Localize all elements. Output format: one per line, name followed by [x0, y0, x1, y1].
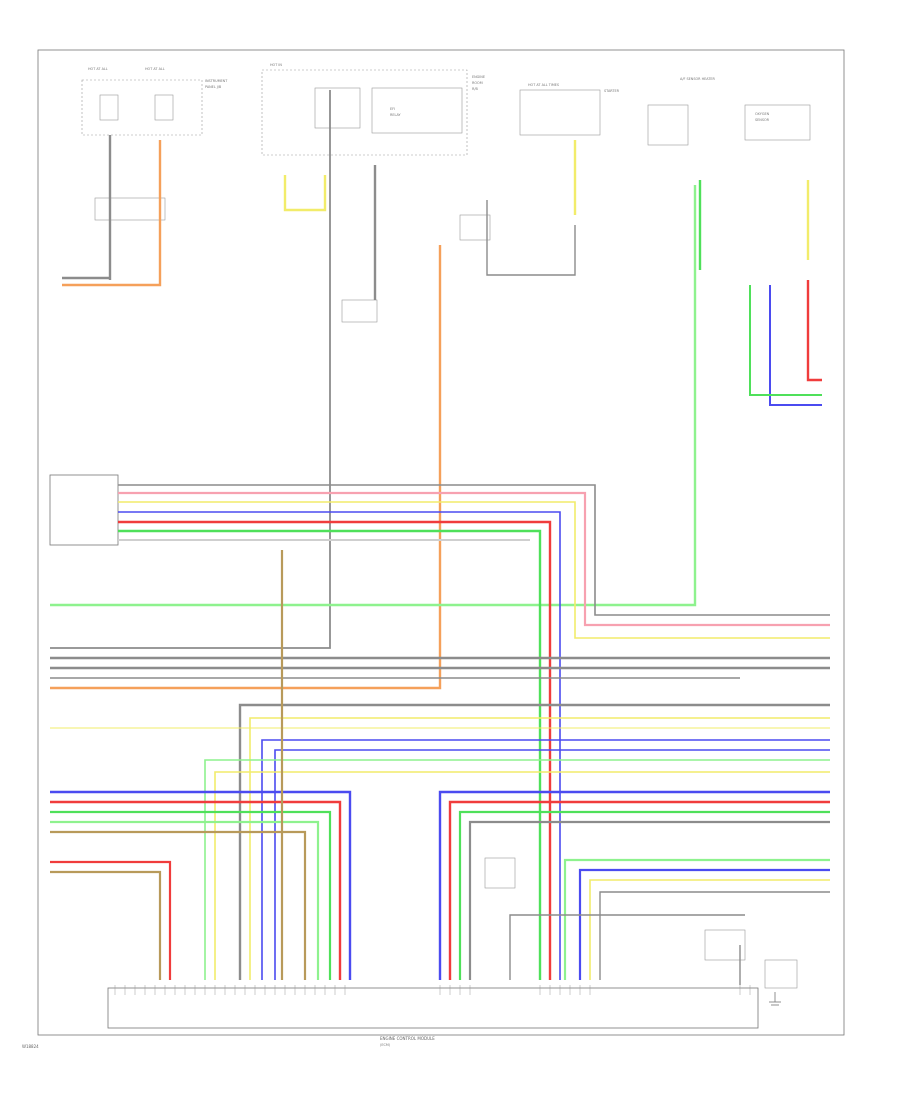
- wire-yellow-ecm-r: [589, 879, 830, 980]
- svg-text:HOT AT ALL: HOT AT ALL: [145, 67, 165, 71]
- wire-yellow-lower2: [214, 771, 830, 980]
- svg-text:HOT AT ALL: HOT AT ALL: [88, 67, 108, 71]
- diode-box: [459, 214, 491, 241]
- wire-orange-tl: [62, 140, 162, 287]
- wire-blue-lower2: [274, 749, 830, 980]
- wire-lightgreen-lower: [204, 759, 830, 980]
- sensor-box-mid: [341, 299, 378, 323]
- ground-sensor-box: [764, 959, 798, 989]
- wire-pink-ecm: [50, 860, 172, 980]
- wire-red-rt: [806, 280, 822, 382]
- ecm-box: [107, 987, 759, 1029]
- ignition-switch-box: [484, 857, 516, 889]
- wire-green-rt: [50, 185, 697, 607]
- wire-blue-ecm-r: [438, 790, 830, 980]
- wire-blue-lower: [261, 739, 830, 980]
- wire-green-ecm2: [50, 820, 320, 980]
- wire-blue-ecm: [50, 790, 352, 980]
- svg-text:HOT AT ALL TIMES: HOT AT ALL TIMES: [528, 83, 559, 87]
- diagram-frame: [37, 49, 845, 1036]
- wire-gray-box: [486, 200, 576, 276]
- fuse-block-left: HOT AT ALL HOT AT ALL INSTRUMENT PANEL J…: [81, 67, 228, 136]
- wire-gray-ecm-r: [468, 820, 830, 980]
- svg-text:OXYGEN: OXYGEN: [755, 112, 770, 116]
- wire-gray-sensor: [509, 914, 745, 980]
- svg-text:SENSOR: SENSOR: [755, 118, 770, 122]
- wire-red-ecm-r: [448, 800, 830, 980]
- wire-gray-long: [50, 90, 331, 649]
- svg-text:PANEL J/B: PANEL J/B: [205, 85, 222, 89]
- svg-text:ENGINE: ENGINE: [472, 75, 485, 79]
- wire-blue-ecm-r2: [578, 868, 830, 980]
- svg-text:EFI: EFI: [390, 107, 395, 111]
- svg-text:HOT IN: HOT IN: [270, 63, 282, 67]
- svg-text:(ECM): (ECM): [380, 1043, 391, 1047]
- wire-green-ecm: [50, 810, 332, 980]
- wire-brown-ecm2: [50, 870, 162, 980]
- svg-text:RELAY: RELAY: [390, 113, 402, 117]
- wire-red-ecm: [50, 800, 342, 980]
- svg-text:ROOM: ROOM: [472, 81, 483, 85]
- knock-sensor-box: [704, 929, 746, 961]
- ecm-pin-row: [114, 985, 751, 995]
- svg-text:INSTRUMENT: INSTRUMENT: [205, 79, 228, 83]
- relay-block-center: HOT IN EFI RELAY ENGINE ROOM R/B: [261, 63, 485, 156]
- sensor-block-right: A/F SENSOR HEATER OXYGEN SENSOR: [647, 77, 811, 146]
- wire-yellow-top: [283, 175, 327, 212]
- wire-yellow-bus: [118, 501, 830, 639]
- wire-green-bus: [118, 529, 542, 980]
- wire-blue-rt: [769, 285, 822, 406]
- wire-green-rt2: [749, 285, 822, 396]
- svg-text:ENGINE CONTROL MODULE: ENGINE CONTROL MODULE: [380, 1036, 435, 1041]
- ground-junction-box: [94, 197, 166, 221]
- wire-lightgreen-ecm-r: [563, 858, 830, 980]
- svg-text:A/F SENSOR HEATER: A/F SENSOR HEATER: [680, 77, 716, 81]
- ground-symbol: [769, 992, 781, 1006]
- wire-green-ecm-r: [458, 810, 830, 980]
- svg-text:R/B: R/B: [472, 87, 478, 91]
- wire-brown-ecm: [50, 830, 307, 980]
- wire-gray-bus1: [118, 484, 830, 616]
- left-connector-box: [49, 474, 119, 546]
- wire-pink-bus: [118, 491, 830, 627]
- wire-yellow-lower: [249, 717, 830, 980]
- wire-blue-bus: [118, 511, 561, 980]
- svg-text:STARTER: STARTER: [604, 89, 620, 93]
- switch-block: HOT AT ALL TIMES STARTER: [519, 83, 620, 136]
- wire-gray-lower1: [238, 703, 830, 980]
- wire-gray-ecm-r2: [599, 891, 830, 980]
- diagram-code: W18824: [22, 1044, 39, 1049]
- wire-red-bus: [118, 520, 552, 980]
- wire-orange-long: [50, 245, 442, 690]
